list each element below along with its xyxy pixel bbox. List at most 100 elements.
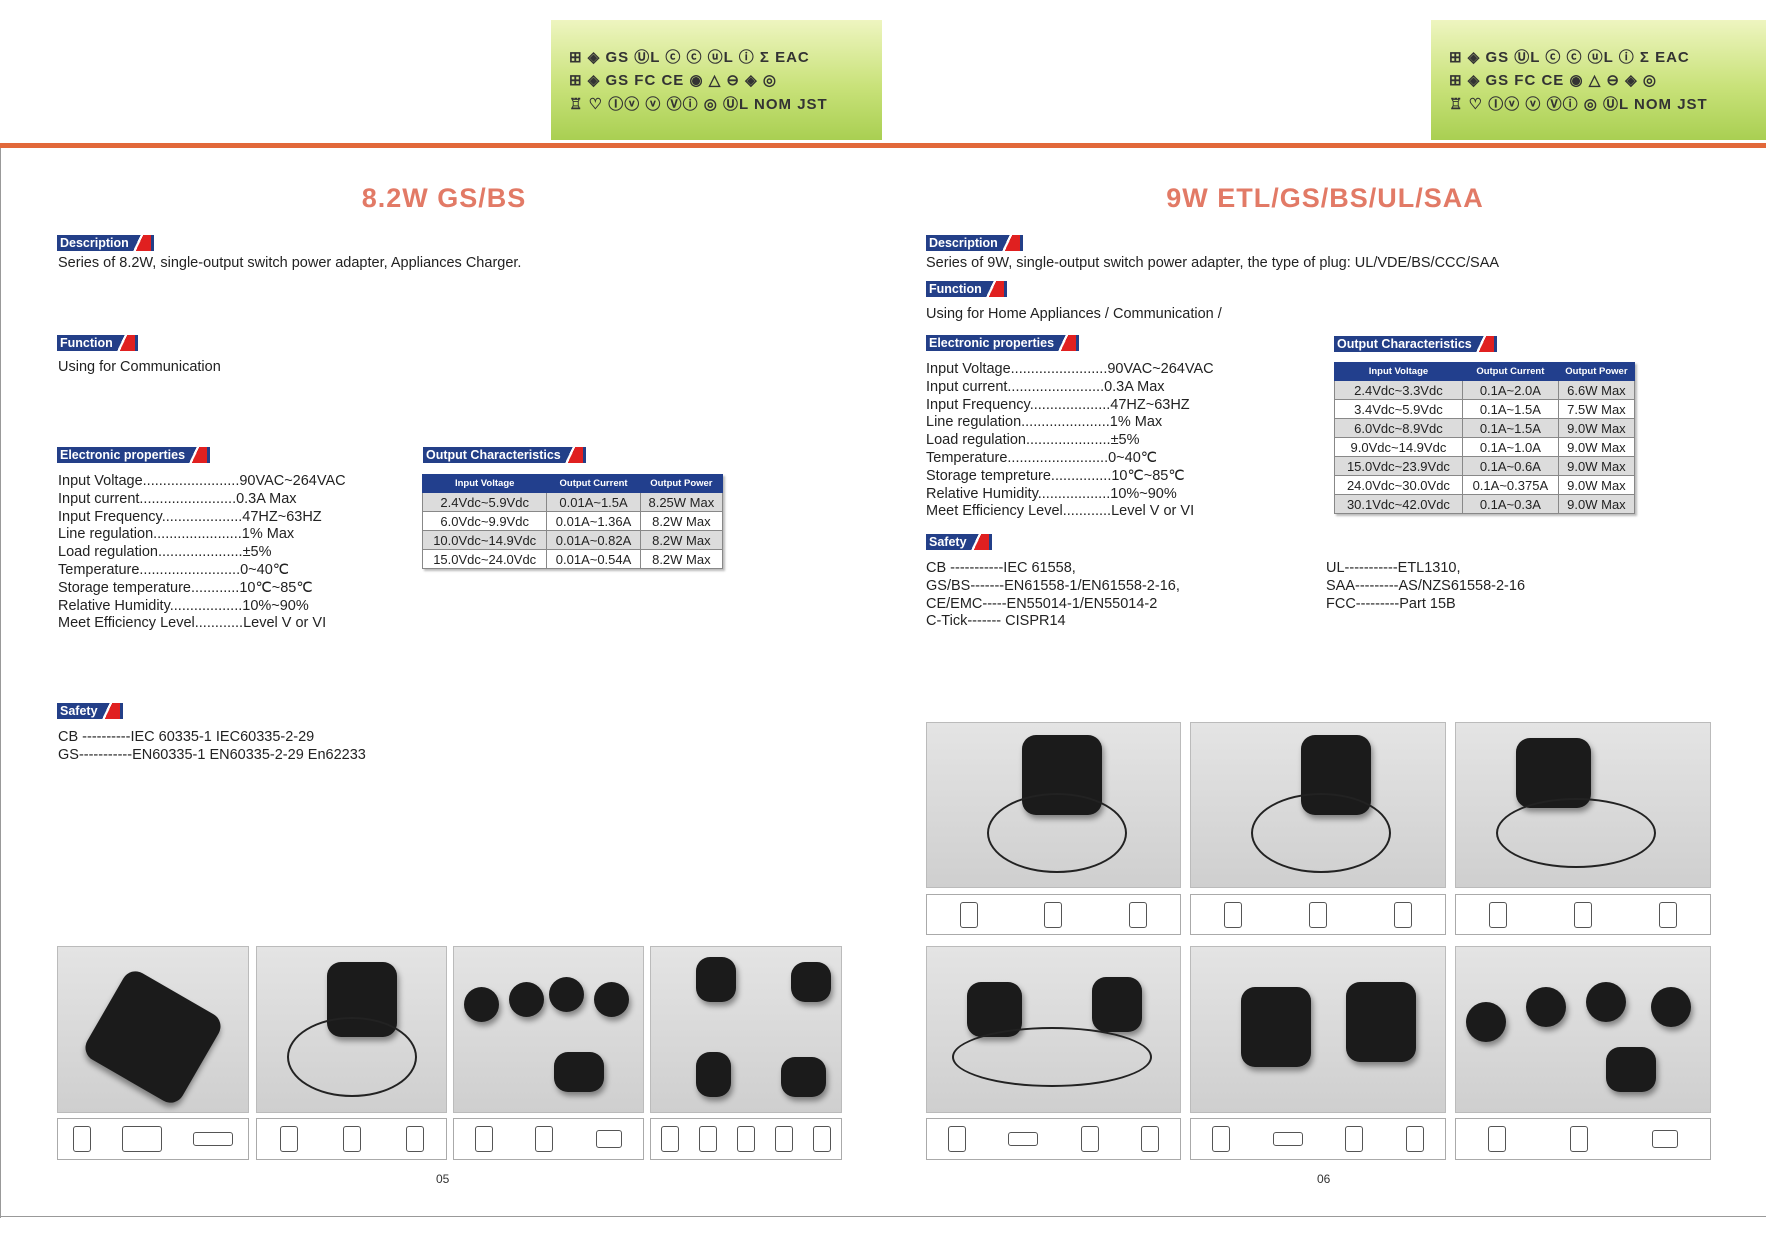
property: Input current........................0.3… — [58, 490, 297, 507]
product-photo — [650, 946, 842, 1113]
column-header: Output Power — [639, 474, 724, 493]
label-text: Function — [929, 282, 982, 296]
cell: 3.4Vdc~5.9Vdc — [1334, 399, 1463, 419]
cell: 15.0Vdc~23.9Vdc — [1334, 456, 1463, 476]
label-text: Function — [60, 336, 113, 350]
safety-standard: CB ----------IEC 60335-1 IEC60335-2-29 — [58, 729, 315, 745]
product-photo — [1190, 722, 1446, 888]
page-border — [0, 1216, 1766, 1217]
page-title: 8.2W GS/BS — [361, 183, 527, 213]
column-header: Input Voltage — [1334, 362, 1463, 381]
section-label-output: Output Characteristics — [1334, 336, 1497, 352]
cell: 0.01A~1.36A — [546, 511, 641, 531]
cell: 8.2W Max — [639, 511, 724, 531]
section-label-function: Function — [926, 281, 1007, 297]
product-photo — [1190, 946, 1446, 1113]
section-label-output: Output Characteristics — [423, 447, 586, 463]
section-label-safety: Safety — [57, 703, 123, 719]
column-header: Output Current — [1461, 362, 1559, 381]
property: Load regulation.....................±5% — [58, 544, 272, 561]
property: Relative Humidity..................10%~9… — [58, 597, 309, 614]
safety-standard: CE/EMC-----EN55014-1/EN55014-2 — [926, 595, 1158, 612]
property: Input Frequency....................47HZ~… — [58, 508, 322, 525]
section-label-electronic: Electronic properties — [57, 447, 211, 463]
electronic-properties-list: Input Voltage........................90V… — [926, 361, 1214, 521]
cell: 0.1A~1.5A — [1461, 399, 1559, 419]
cell: 9.0Vdc~14.9Vdc — [1334, 437, 1463, 457]
cert-row: ⊞ ◈ GS ⓊL ⓒ ⓒ ⓤL ⓘ Σ EAC — [1449, 49, 1690, 66]
property: Input current........................0.3… — [926, 378, 1165, 395]
safety-standard: C-Tick------- CISPR14 — [926, 613, 1066, 630]
dimension-drawing — [453, 1118, 644, 1160]
property: Meet Efficiency Level............Level V… — [58, 615, 327, 632]
safety-standard: UL-----------ETL1310, — [1326, 560, 1461, 576]
certification-logos-banner: ⊞ ◈ GS ⓊL ⓒ ⓒ ⓤL ⓘ Σ EAC ⊞ ◈ GS FC CE ◉ … — [1431, 20, 1766, 140]
product-photo — [926, 722, 1181, 888]
cell: 0.1A~0.3A — [1461, 494, 1559, 514]
dimension-drawing — [1190, 894, 1446, 935]
header-divider — [0, 143, 1766, 148]
cell: 0.01A~1.5A — [546, 492, 641, 512]
cell: 0.01A~0.82A — [546, 530, 641, 550]
cert-row: ⊞ ◈ GS FC CE ◉ △ ⊖ ◈ ◎ — [569, 72, 777, 89]
cell: 10.0Vdc~14.9Vdc — [421, 530, 548, 550]
safety-standard: SAA---------AS/NZS61558-2-16 — [1326, 577, 1526, 594]
cell: 0.1A~2.0A — [1461, 380, 1559, 400]
cell: 0.1A~0.6A — [1461, 456, 1559, 476]
product-photo — [57, 946, 249, 1113]
product-photo — [926, 946, 1181, 1113]
cert-row: ♖ ♡ Ⓘⓥ ⓥ Ⓥⓘ ◎ ⓊL NOM JST — [569, 96, 828, 113]
cell: 2.4Vdc~3.3Vdc — [1334, 380, 1463, 400]
function-text: Using for Communication — [58, 359, 221, 375]
cell: 8.25W Max — [639, 492, 724, 512]
dimension-drawing — [926, 894, 1181, 935]
property: Input Voltage........................90V… — [926, 361, 1214, 377]
description-text: Series of 9W, single-output switch power… — [926, 255, 1500, 271]
label-text: Output Characteristics — [426, 448, 561, 462]
safety-standard: GS-----------EN60335-1 EN60335-2-29 En62… — [58, 746, 366, 763]
cell: 8.2W Max — [639, 549, 724, 569]
product-photo — [256, 946, 447, 1113]
function-text: Using for Home Appliances / Communicatio… — [926, 306, 1222, 322]
dimension-drawing — [57, 1118, 249, 1160]
label-text: Description — [60, 236, 129, 250]
dimension-drawing — [926, 1118, 1181, 1160]
page-border — [0, 148, 1, 1218]
section-label-function: Function — [57, 335, 138, 351]
cell: 2.4Vdc~5.9Vdc — [421, 492, 548, 512]
safety-list: CB -----------IEC 61558, GS/BS-------EN6… — [926, 560, 1180, 631]
cell: 9.0W Max — [1557, 418, 1636, 438]
label-text: Electronic properties — [929, 336, 1055, 350]
cell: 0.1A~0.375A — [1461, 475, 1559, 495]
safety-standard: CB -----------IEC 61558, — [926, 560, 1076, 576]
label-text: Output Characteristics — [1337, 337, 1472, 351]
section-label-electronic: Electronic properties — [926, 335, 1080, 351]
property: Storage tempreture...............10℃~85℃ — [926, 467, 1185, 484]
cert-row: ♖ ♡ Ⓘⓥ ⓥ Ⓥⓘ ◎ ⓊL NOM JST — [1449, 96, 1708, 113]
page-title: 9W ETL/GS/BS/UL/SAA — [1166, 183, 1484, 213]
cell: 0.1A~1.5A — [1461, 418, 1559, 438]
cell: 30.1Vdc~42.0Vdc — [1334, 494, 1463, 514]
section-label-description: Description — [926, 235, 1023, 251]
product-photo — [1455, 722, 1711, 888]
property: Temperature.........................0~40… — [58, 561, 290, 578]
property: Load regulation.....................±5% — [926, 432, 1140, 449]
cell: 24.0Vdc~30.0Vdc — [1334, 475, 1463, 495]
property: Line regulation......................1% … — [58, 526, 295, 543]
page-number: 06 — [1317, 1172, 1331, 1186]
property: Input Voltage........................90V… — [58, 473, 346, 489]
label-text: Safety — [929, 535, 967, 549]
dimension-drawing — [1190, 1118, 1446, 1160]
property: Line regulation......................1% … — [926, 414, 1163, 431]
